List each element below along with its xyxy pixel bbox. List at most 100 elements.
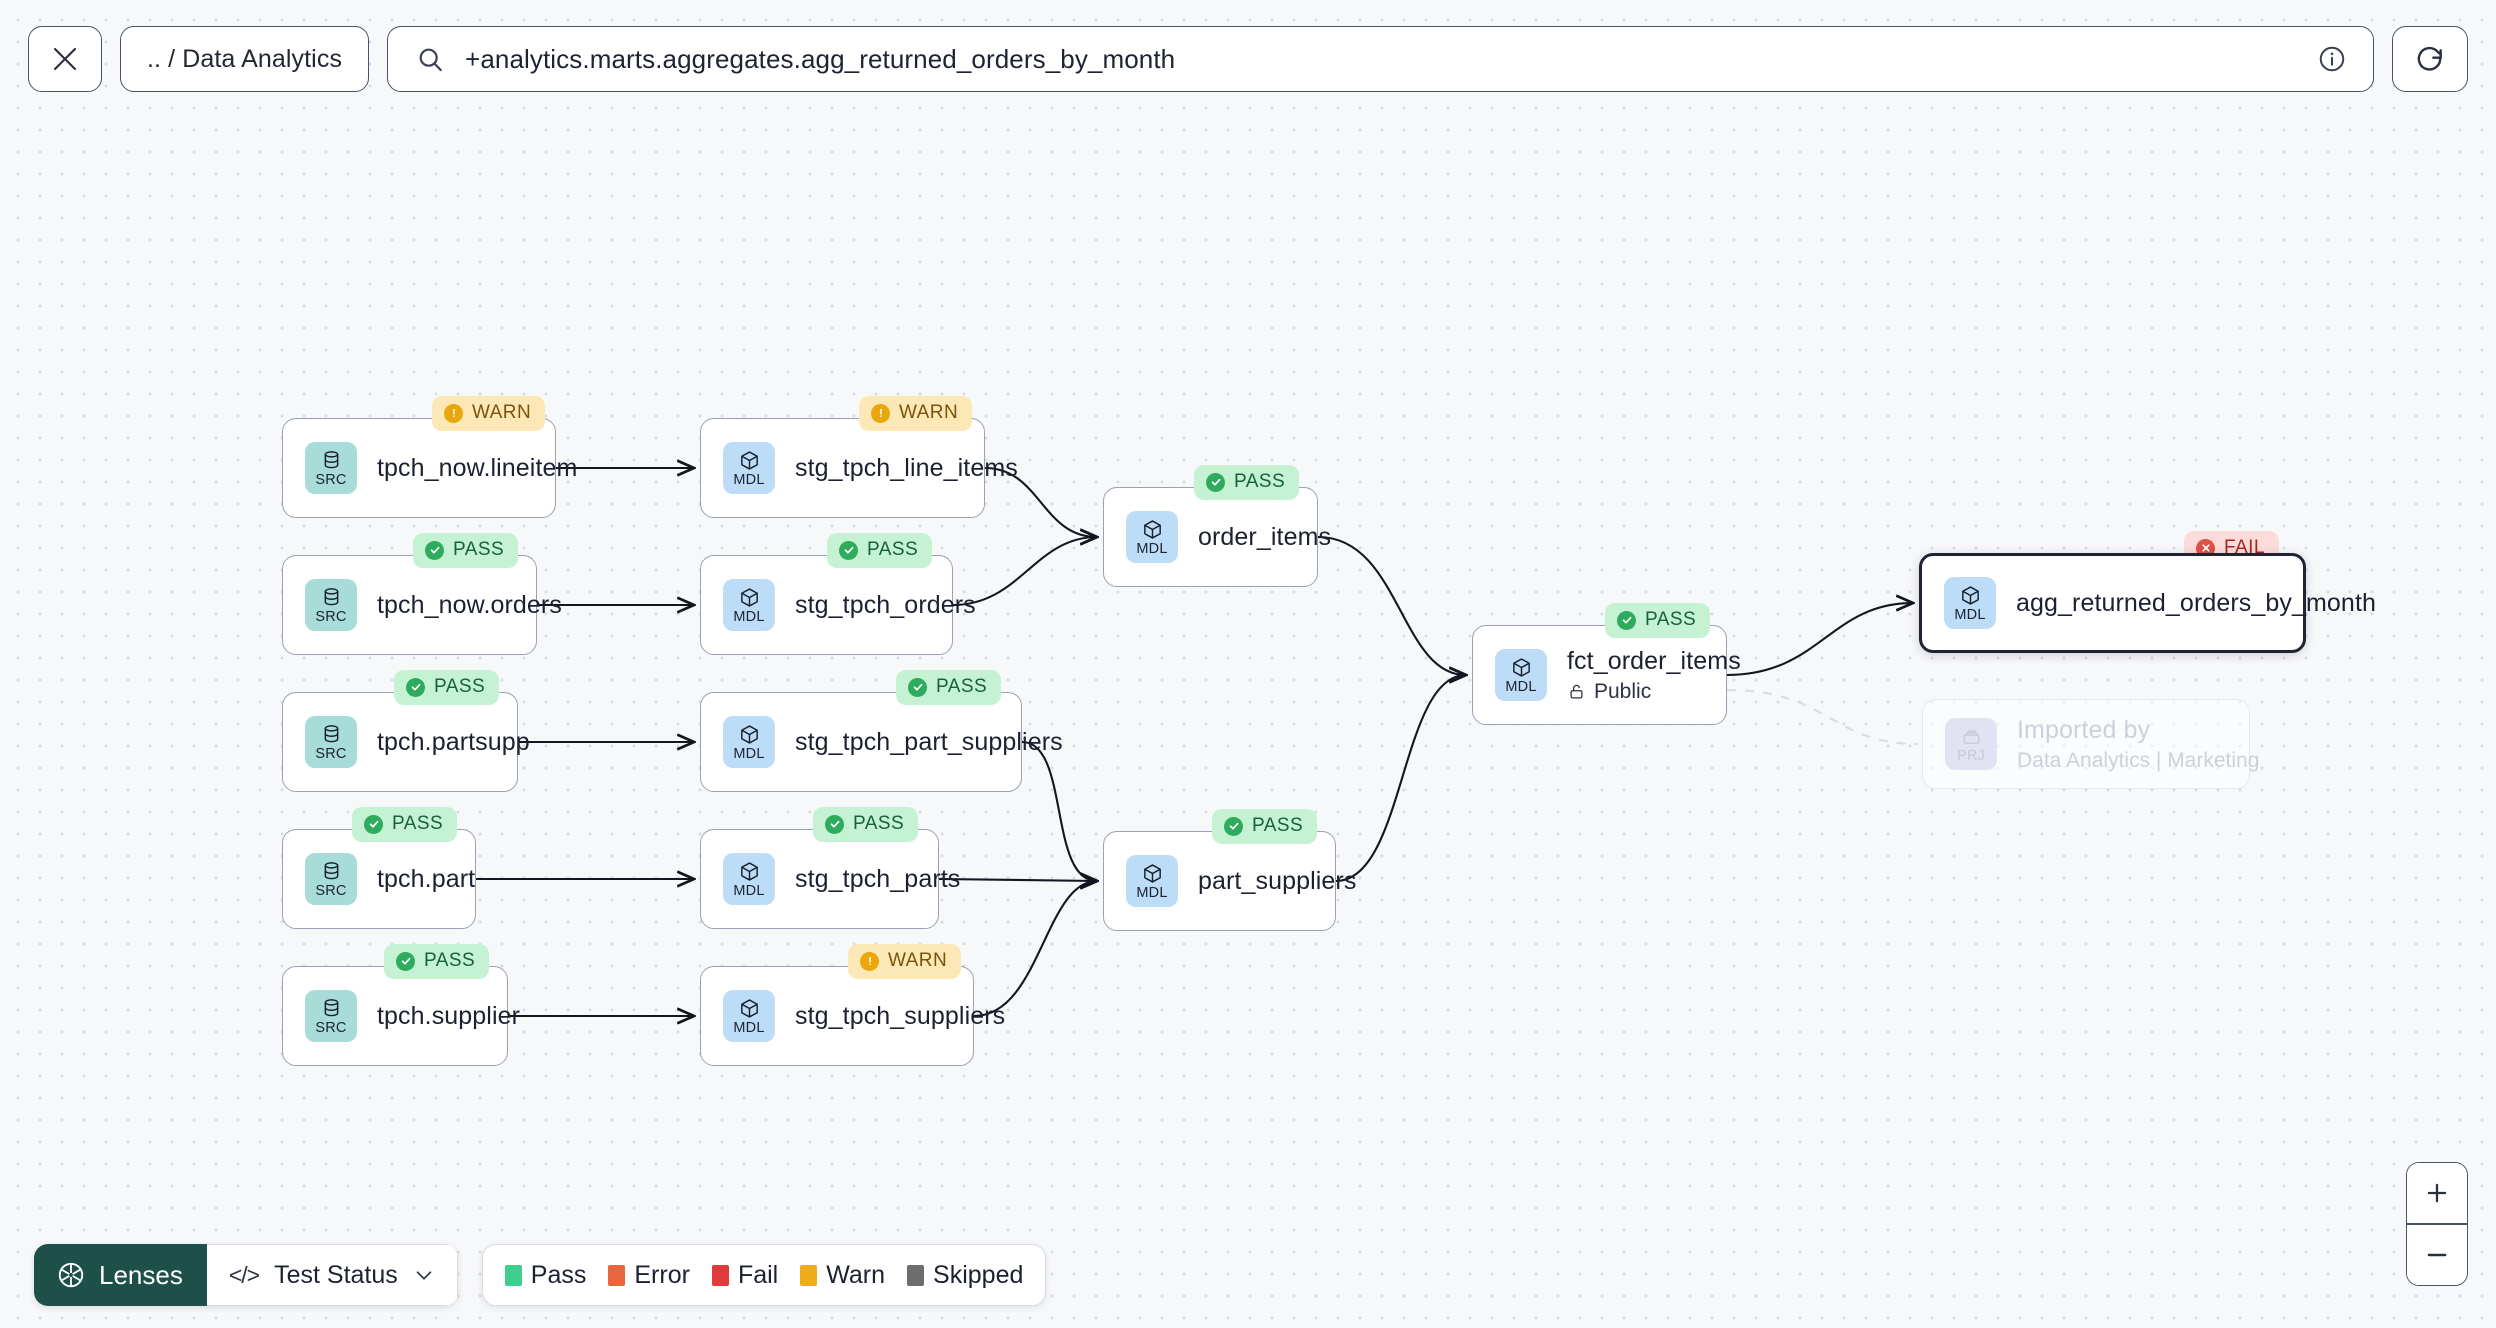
graph-node-stg_tpch_orders[interactable]: MDL stg_tpch_orders — [700, 555, 976, 655]
unlock-icon — [1570, 684, 1583, 699]
node-type-chip-src: SRC — [305, 716, 357, 768]
test-status-label: Test Status — [274, 1260, 398, 1289]
status-badge-warn: WARN — [848, 944, 962, 979]
node-type-label: MDL — [733, 1019, 765, 1036]
status-badge-label: PASS — [434, 676, 486, 697]
close-button[interactable] — [28, 26, 102, 92]
node-text: stg_tpch_suppliers — [795, 1002, 1005, 1031]
minus-icon — [2427, 1253, 2447, 1257]
database-icon — [324, 450, 338, 469]
zoom-out-button[interactable] — [2407, 1225, 2467, 1285]
node-text: tpch.partsupp — [377, 728, 530, 757]
node-text: agg_returned_orders_by_month — [2016, 589, 2376, 618]
graph-node-agg_returned_orders_by_month[interactable]: MDL agg_returned_orders_by_month — [1919, 553, 2376, 653]
status-dot-icon — [825, 814, 844, 834]
node-type-chip-src: SRC — [305, 442, 357, 494]
node-type-chip-mdl: MDL — [723, 853, 775, 905]
status-dot-icon — [871, 403, 890, 423]
legend-label: Warn — [826, 1260, 886, 1289]
graph-node-stg_tpch_parts[interactable]: MDL stg_tpch_parts — [700, 829, 960, 929]
status-badge-warn: WARN — [432, 396, 546, 431]
node-text: stg_tpch_line_items — [795, 454, 1018, 483]
node-text: stg_tpch_orders — [795, 591, 976, 620]
legend-label: Skipped — [933, 1260, 1024, 1289]
cube-icon — [740, 725, 758, 744]
graph-node-stg_tpch_suppliers[interactable]: MDL stg_tpch_suppliers — [700, 966, 1005, 1066]
status-dot-icon — [908, 677, 927, 697]
search-input[interactable]: +analytics.marts.aggregates.agg_returned… — [465, 43, 1176, 74]
legend-item-skipped[interactable]: Skipped — [907, 1261, 1023, 1290]
node-subtitle-label: Data Analytics | Marketing — [2017, 748, 2260, 772]
node-type-chip-mdl: MDL — [1126, 511, 1178, 563]
bottom-toolbar: Lenses </> Test Status Pass Error Fail Warn… — [34, 1244, 1047, 1306]
status-badge-pass: PASS — [813, 807, 919, 842]
test-status-dropdown[interactable]: </> Test Status — [206, 1244, 458, 1306]
cube-icon — [740, 588, 758, 607]
breadcrumb[interactable]: .. / Data Analytics — [120, 26, 370, 92]
node-title: tpch.partsupp — [377, 727, 530, 756]
graph-node-tpch_now_lineitem[interactable]: SRC tpch_now.lineitem — [282, 418, 577, 518]
database-icon — [324, 998, 338, 1017]
graph-node-tpch_partsupp[interactable]: SRC tpch.partsupp — [282, 692, 530, 792]
node-type-chip-mdl: MDL — [723, 990, 775, 1042]
breadcrumb-label: .. / Data Analytics — [147, 44, 343, 73]
legend-item-fail[interactable]: Fail — [711, 1261, 778, 1290]
database-icon — [324, 724, 338, 743]
node-type-label: MDL — [1136, 884, 1168, 901]
node-type-label: MDL — [1505, 678, 1537, 695]
status-dot-icon — [444, 403, 463, 423]
info-button[interactable] — [2317, 44, 2347, 74]
node-title: stg_tpch_parts — [795, 864, 961, 893]
zoom-in-button[interactable] — [2407, 1163, 2467, 1224]
status-dot-icon — [2196, 538, 2215, 558]
node-text: tpch.supplier — [377, 1002, 520, 1031]
status-badge-pass: PASS — [1212, 809, 1318, 844]
node-text: part_suppliers — [1198, 867, 1356, 896]
status-badge-label: PASS — [1645, 609, 1697, 630]
graph-node-stg_tpch_line_items[interactable]: MDL stg_tpch_line_items — [700, 418, 1018, 518]
node-text: tpch_now.lineitem — [377, 454, 577, 483]
status-dot-icon — [1617, 610, 1636, 630]
node-title: tpch.supplier — [377, 1001, 521, 1030]
node-type-chip-mdl: MDL — [723, 716, 775, 768]
node-type-label: MDL — [733, 882, 765, 899]
graph-node-part_suppliers[interactable]: MDL part_suppliers — [1103, 831, 1356, 931]
status-dot-icon — [406, 677, 425, 697]
lenses-button[interactable]: Lenses — [34, 1244, 207, 1306]
legend-item-warn[interactable]: Warn — [800, 1261, 885, 1290]
node-subtitle-label: Public — [1594, 679, 1652, 703]
node-title: Imported by — [2017, 715, 2151, 744]
legend-item-pass[interactable]: Pass — [504, 1261, 586, 1290]
node-type-chip-mdl: MDL — [723, 579, 775, 631]
node-subtitle: Public — [1567, 680, 1741, 704]
legend-label: Error — [634, 1260, 690, 1289]
status-badge-label: PASS — [867, 539, 919, 560]
node-type-chip-mdl: MDL — [1944, 577, 1996, 629]
node-type-chip-mdl: MDL — [723, 442, 775, 494]
node-type-label: SRC — [315, 882, 347, 899]
legend-item-error[interactable]: Error — [608, 1261, 690, 1290]
status-badge-label: PASS — [936, 676, 988, 697]
cube-icon — [740, 999, 758, 1018]
faded-edge-imported-by — [1726, 688, 1919, 746]
node-type-label: MDL — [1954, 606, 1986, 623]
zoom-divider — [2407, 1223, 2467, 1225]
node-type-label: MDL — [733, 471, 765, 488]
refresh-button[interactable] — [2392, 26, 2468, 92]
status-badge-label: FAIL — [2224, 537, 2265, 558]
node-title: stg_tpch_line_items — [795, 453, 1018, 482]
status-badge-pass: PASS — [827, 533, 933, 568]
node-type-label: SRC — [315, 608, 347, 625]
search-bar[interactable]: +analytics.marts.aggregates.agg_returned… — [387, 26, 2374, 92]
zoom-controls — [2406, 1162, 2468, 1286]
